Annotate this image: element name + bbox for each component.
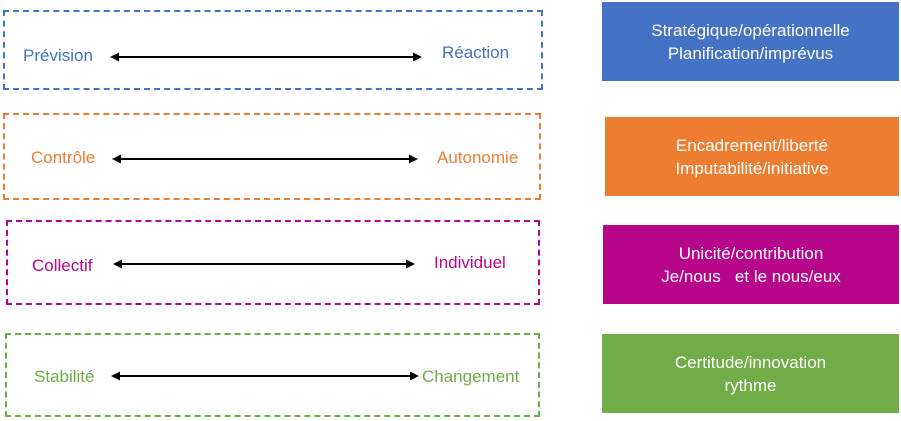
descriptor-line: Stratégique/opérationnelle (651, 20, 850, 40)
pole-label-right: Individuel (434, 253, 506, 272)
descriptor-line: Planification/imprévus (667, 43, 834, 63)
dimension-frame-stabilite-changement (5, 333, 540, 417)
descriptor-line: Imputabilité/initiative (675, 158, 829, 178)
pole-label-right: Changement (422, 367, 520, 386)
double-arrow (110, 52, 422, 62)
double-arrow (111, 371, 419, 381)
descriptor-box-strategique: Stratégique/opérationnelle Planification… (602, 2, 899, 81)
pole-label-right: Autonomie (437, 148, 519, 167)
dimension-frame-controle-autonomie (3, 113, 541, 200)
descriptor-box-certitude: Certitude/innovation rythme (602, 334, 899, 413)
pole-label-left: Contrôle (31, 148, 96, 167)
descriptor-line: Certitude/innovation (674, 352, 827, 372)
double-arrow (112, 154, 418, 164)
descriptor-line: Je/nous et le nous/eux (661, 266, 841, 286)
descriptor-line: rythme (724, 375, 777, 395)
descriptor-line: Encadrement/liberté (675, 135, 829, 155)
dimension-frame-collectif-individuel (6, 220, 540, 305)
pole-label-right: Réaction (442, 43, 510, 62)
pole-label-left: Collectif (32, 256, 93, 275)
descriptor-line: Unicité/contribution (678, 243, 824, 263)
double-arrow (113, 259, 415, 269)
dimension-frame-prevision-reaction (3, 10, 543, 90)
pole-label-left: Stabilité (34, 367, 95, 386)
descriptor-box-unicite: Unicité/contribution Je/nous et le nous/… (603, 225, 899, 304)
pole-label-left: Prévision (23, 46, 93, 65)
descriptor-box-encadrement: Encadrement/liberté Imputabilité/initiat… (605, 117, 899, 196)
